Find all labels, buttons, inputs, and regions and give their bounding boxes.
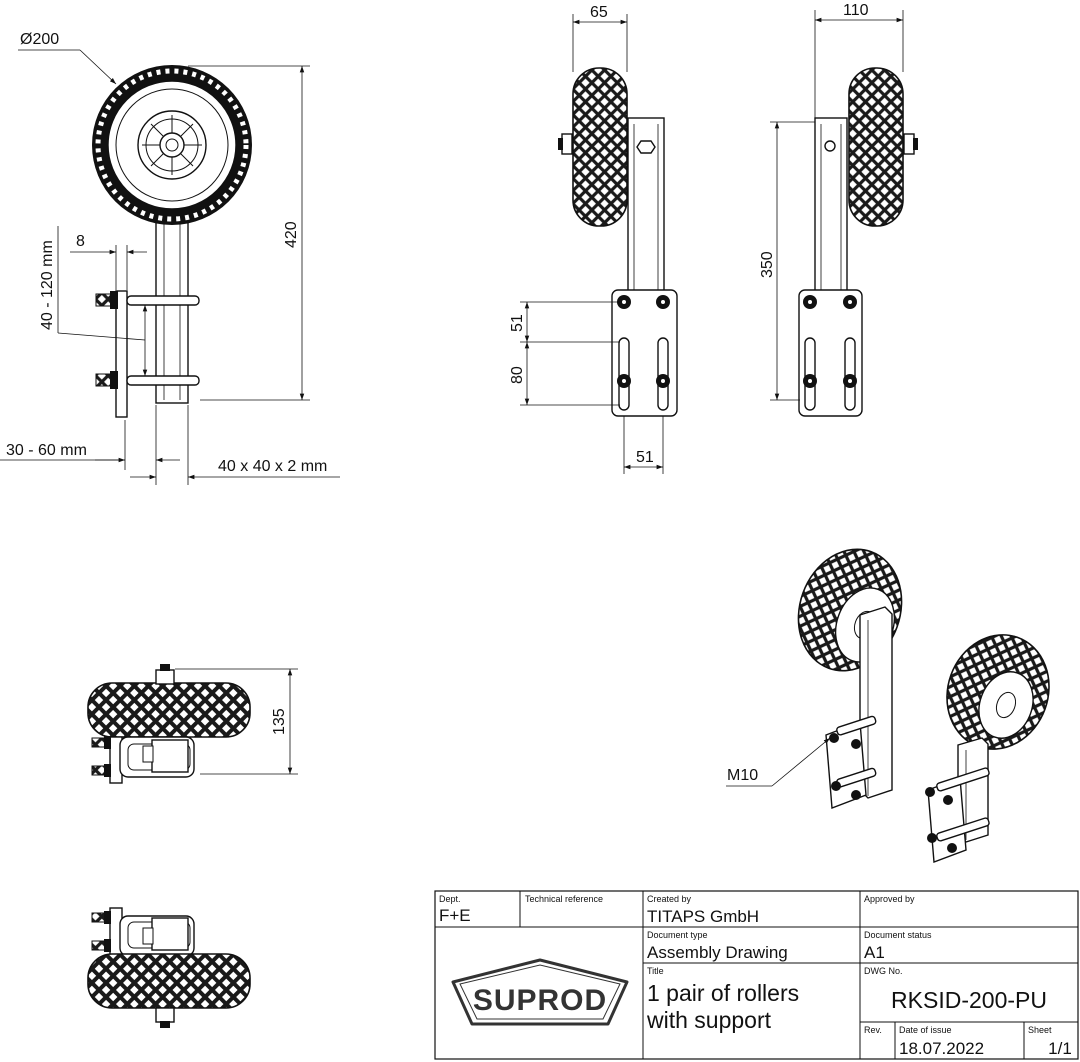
tb-docstatus-value: A1 xyxy=(864,943,885,962)
tb-title-line2: with support xyxy=(646,1007,772,1033)
tb-doctype-label: Document type xyxy=(647,930,708,940)
dim-hole-spacing-h: 51 xyxy=(636,449,654,466)
tb-title-line1: 1 pair of rollers xyxy=(647,980,799,1006)
dim-top-width: 135 xyxy=(271,708,288,735)
tb-logo-text: SUPROD xyxy=(473,984,607,1017)
dim-total-height: 420 xyxy=(283,221,300,248)
dim-offset-range: 30 - 60 mm xyxy=(6,442,87,459)
front-view: 65 51 80 51 xyxy=(509,4,678,474)
tb-approved-label: Approved by xyxy=(864,894,915,904)
dim-bolt-size: M10 xyxy=(727,767,758,784)
tb-title-label: Title xyxy=(647,966,664,976)
tb-dept-value: F+E xyxy=(439,906,471,925)
tb-techref-label: Technical reference xyxy=(525,894,603,904)
tb-sheet-value: 1/1 xyxy=(1048,1039,1072,1058)
tb-sheet-label: Sheet xyxy=(1028,1025,1052,1035)
suprod-logo: SUPROD xyxy=(451,958,629,1026)
bottom-view xyxy=(87,907,251,1028)
dim-wheel-offset: 110 xyxy=(843,2,869,19)
top-view: 135 xyxy=(87,664,298,784)
tb-rev-label: Rev. xyxy=(864,1025,882,1035)
dim-plate-thickness: 8 xyxy=(76,233,85,250)
side-front-view: 110 350 xyxy=(759,2,918,417)
dim-hole-spacing-v: 51 xyxy=(509,314,526,332)
dim-tire-width: 65 xyxy=(590,4,608,21)
tb-date-value: 18.07.2022 xyxy=(899,1039,984,1058)
tb-dwgno-label: DWG No. xyxy=(864,966,903,976)
dim-tube-size: 40 x 40 x 2 mm xyxy=(218,458,327,475)
tb-dept-label: Dept. xyxy=(439,894,461,904)
isometric-view: M10 xyxy=(726,548,1050,863)
tb-created-value: TITAPS GmbH xyxy=(647,907,759,926)
tb-date-label: Date of issue xyxy=(899,1025,952,1035)
side-view: Ø200 420 8 40 - 120 mm 30 - 60 mm 40 x 4… xyxy=(0,31,340,485)
tb-dwgno-value: RKSID-200-PU xyxy=(891,987,1047,1013)
tb-doctype-value: Assembly Drawing xyxy=(647,943,788,962)
tb-docstatus-label: Document status xyxy=(864,930,932,940)
dim-arm-height: 350 xyxy=(759,251,776,278)
dim-slot-length: 80 xyxy=(509,366,526,384)
title-block: Dept. F+E Technical reference Created by… xyxy=(434,890,1079,1060)
dim-wheel-diameter: Ø200 xyxy=(20,31,59,48)
dim-clamp-range: 40 - 120 mm xyxy=(39,240,56,330)
tb-created-label: Created by xyxy=(647,894,692,904)
